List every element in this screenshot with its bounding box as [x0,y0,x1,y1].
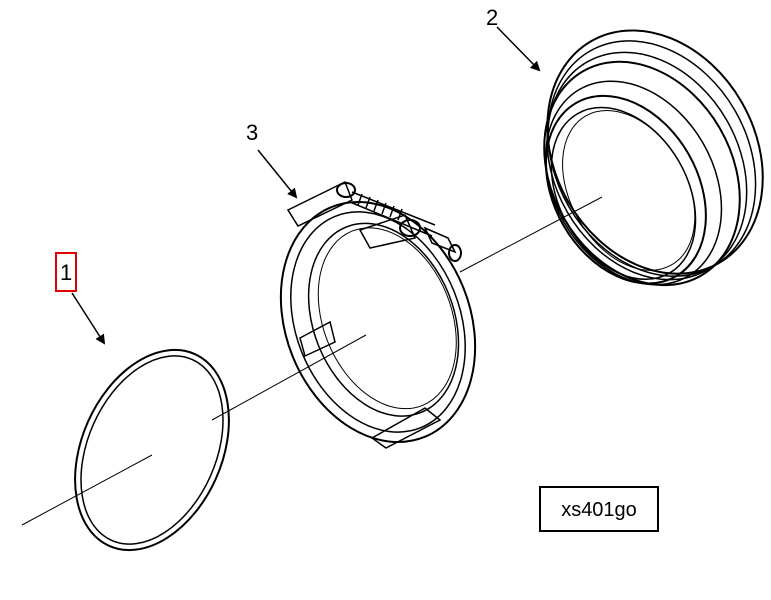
code-box-frame [539,486,659,532]
leader-arrow-2 [496,26,541,72]
callout-1-highlight-box [55,252,77,292]
leader-arrows [71,26,541,345]
leader-arrow-1 [71,292,106,345]
code-box-text: xs401go [561,499,637,521]
flange-adapter-icon [543,29,764,287]
callout-2-label: 2 [486,5,498,30]
callout-1: 1 [55,252,77,292]
callout-1-label: 1 [60,260,72,285]
callout-3: 3 [246,120,258,145]
callout-3-label: 3 [246,120,258,145]
center-axis-line [21,196,603,526]
callout-2: 2 [486,5,498,30]
leader-arrow-3 [257,149,298,199]
v-band-clamp-icon [279,180,477,449]
o-ring-seal-icon [74,348,230,552]
drawing-code-box: xs401go [539,486,659,532]
